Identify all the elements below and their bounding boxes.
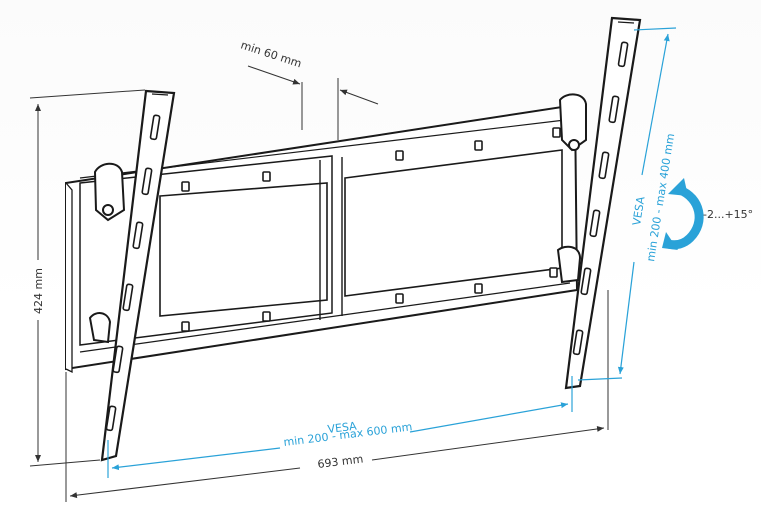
gap-dimension <box>247 65 379 140</box>
tilt-arrow-icon <box>662 178 704 250</box>
left-hook <box>88 162 126 344</box>
tilt-label: -2...+15° <box>703 208 753 221</box>
right-hook <box>556 93 587 284</box>
vesa-vertical-dimension <box>577 27 677 381</box>
gap-label: min 60 mm <box>239 38 303 70</box>
width-label: 693 mm <box>317 452 364 471</box>
vesa-horizontal-dimension <box>107 376 573 478</box>
plate-slots <box>181 127 561 332</box>
right-arm <box>564 16 642 390</box>
vesa-v-title: VESA <box>630 195 647 226</box>
height-label: 424 mm <box>32 268 45 314</box>
vesa-h-title: VESA <box>327 419 358 436</box>
left-arm <box>100 89 176 462</box>
width-dimension <box>65 290 609 502</box>
height-dimension <box>29 89 146 467</box>
